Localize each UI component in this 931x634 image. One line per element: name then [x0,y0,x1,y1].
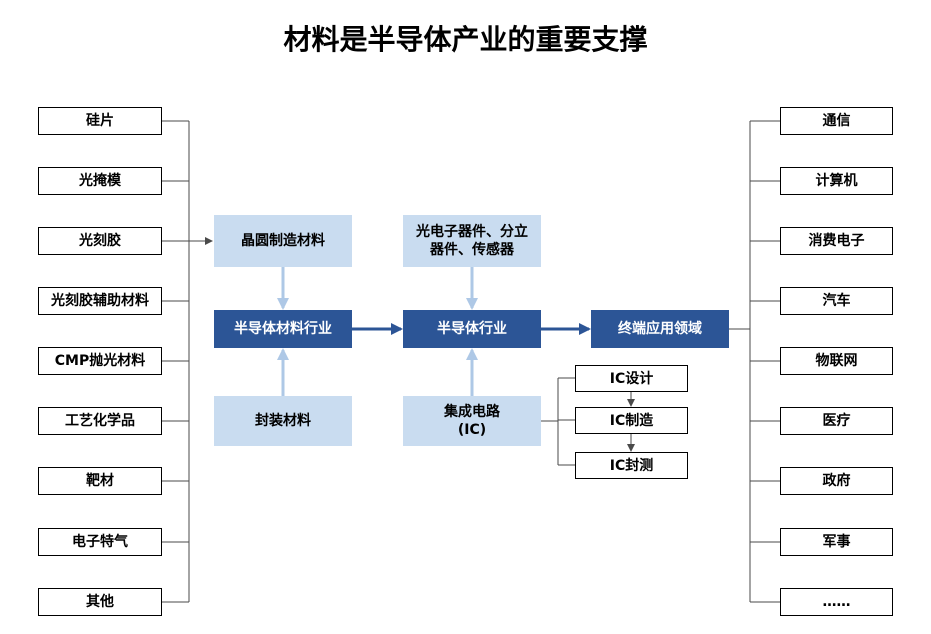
application-box-3: 汽车 [780,287,893,315]
ic-design-box: IC设计 [575,365,688,392]
material-box-3: 光刻胶辅助材料 [38,287,162,315]
material-box-2: 光刻胶 [38,227,162,255]
material-box-7: 电子特气 [38,528,162,556]
diagram-title: 材料是半导体产业的重要支撑 [283,23,648,56]
application-box-4: 物联网 [780,347,893,375]
ic-box: 集成电路 (IC) [403,396,541,446]
material-box-6: 靶材 [38,467,162,495]
material-box-1: 光掩模 [38,167,162,195]
application-box-7: 军事 [780,528,893,556]
material-box-8: 其他 [38,588,162,616]
application-box-0: 通信 [780,107,893,135]
optoelectronics-box: 光电子器件、分立 器件、传感器 [403,215,541,267]
ic-packaging-test-box: IC封测 [575,452,688,479]
wafer-fab-materials-box: 晶圆制造材料 [214,215,352,267]
semi-materials-industry-box: 半导体材料行业 [214,310,352,348]
application-box-5: 医疗 [780,407,893,435]
terminal-applications-box: 终端应用领域 [591,310,729,348]
material-box-0: 硅片 [38,107,162,135]
material-box-5: 工艺化学品 [38,407,162,435]
material-box-4: CMP抛光材料 [38,347,162,375]
semi-industry-box: 半导体行业 [403,310,541,348]
ic-manufacturing-box: IC制造 [575,407,688,434]
application-box-2: 消费电子 [780,227,893,255]
application-box-8: …… [780,588,893,616]
packaging-materials-box: 封装材料 [214,396,352,446]
application-box-1: 计算机 [780,167,893,195]
application-box-6: 政府 [780,467,893,495]
